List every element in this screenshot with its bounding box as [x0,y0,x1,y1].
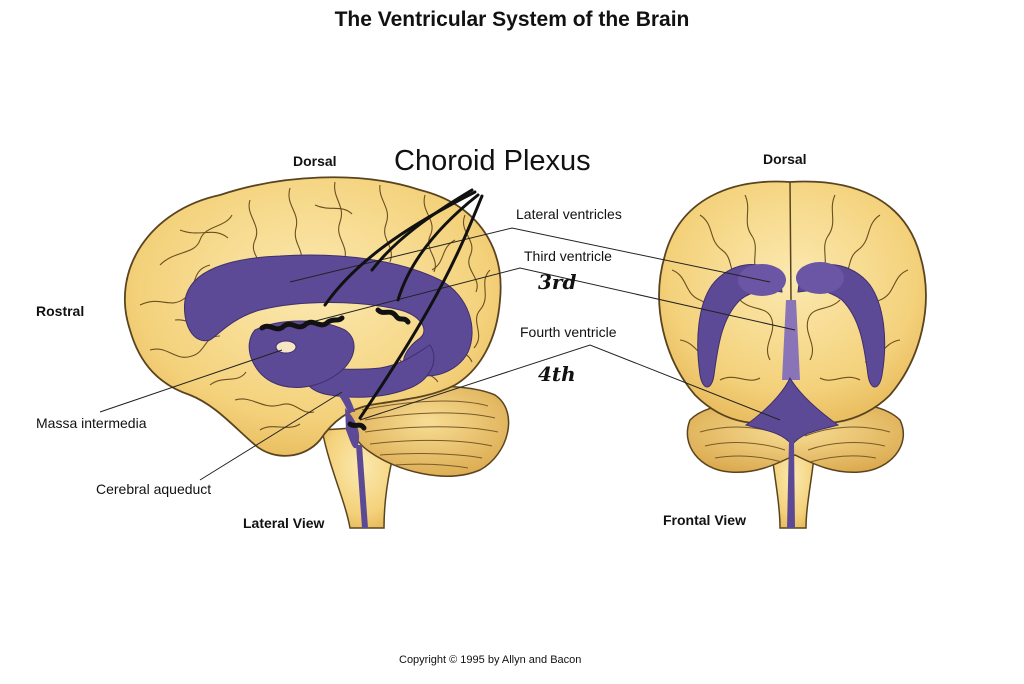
dorsal-label-lateral: Dorsal [293,153,337,169]
lateral-view-caption: Lateral View [243,515,325,531]
third-ventricle-frontal [782,300,800,380]
frontal-view-brain [658,180,927,529]
cerebral-aqueduct-label: Cerebral aqueduct [96,481,212,497]
frontal-view-caption: Frontal View [663,512,746,528]
lateral-view-brain [124,176,510,529]
rostral-label: Rostral [36,303,85,319]
central-canal-lateral [356,445,368,528]
left-lateral-ventricle-frontal [697,264,783,388]
cerebral-aqueduct-shape [330,380,355,412]
fourth-ventricle-label: Fourth ventricle [520,324,617,340]
dorsal-label-frontal: Dorsal [763,151,807,167]
longitudinal-fissure [789,181,792,301]
fourth-handwritten-note: 4th [538,362,576,386]
right-lateral-ventricle-frontal [797,264,886,388]
third-handwritten-note: 3rd [538,270,577,294]
third-ventricle-label: Third ventricle [524,248,612,264]
lateral-ventricles-label: Lateral ventricles [516,206,622,222]
copyright-notice: Copyright © 1995 by Allyn and Bacon [399,654,582,666]
right-lateral-horn [796,262,844,294]
choroid-plexus-marks [259,188,484,431]
choroid-plexus-label: Choroid Plexus [394,145,591,177]
central-canal-frontal [787,440,795,528]
fourth-ventricle-lateral-view [345,408,360,449]
massa-intermedia-label: Massa intermedia [36,415,147,431]
page-title: The Ventricular System of the Brain [334,8,690,31]
